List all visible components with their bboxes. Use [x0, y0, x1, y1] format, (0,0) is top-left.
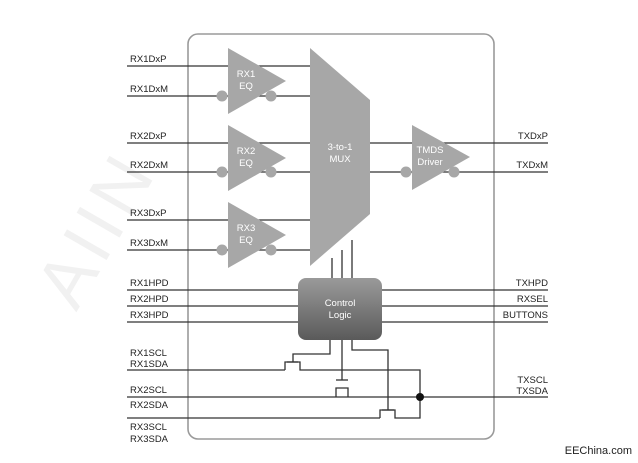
pin-rx1sda: RX1SDA [130, 359, 169, 370]
control-logic-label-line2: Logic [329, 310, 352, 321]
pin-txscl: TXSCL [517, 375, 548, 386]
rx3-eq-label-line1: RX3 [237, 223, 255, 234]
pin-txsda: TXSDA [516, 386, 548, 397]
pin-rx2dxp: RX2DxP [130, 131, 166, 142]
left-pin-labels: RX1DxP RX1DxM RX2DxP RX2DxM RX3DxP RX3Dx… [130, 54, 169, 445]
mux-block [310, 48, 370, 266]
pin-rx3dxm: RX3DxM [130, 238, 168, 249]
rx3-eq-label-line2: EQ [239, 235, 253, 246]
pin-rxsel: RXSEL [517, 294, 548, 305]
pin-rx2scl: RX2SCL [130, 385, 167, 396]
ddc-junction-dot [416, 393, 424, 401]
signal-wires [127, 65, 548, 419]
pin-txdxp: TXDxP [518, 131, 548, 142]
rx2-eq-label-line2: EQ [239, 158, 253, 169]
rx1-eq-block: RX1 EQ [216, 48, 286, 114]
pin-rx3hpd: RX3HPD [130, 310, 169, 321]
control-logic-block: Control Logic [298, 278, 382, 340]
rx3-eq-block: RX3 EQ [216, 202, 286, 268]
pin-txhpd: TXHPD [516, 278, 548, 289]
pin-rx1dxp: RX1DxP [130, 54, 166, 65]
pin-buttons: BUTTONS [503, 310, 548, 321]
mux-label-line1: 3-to-1 [328, 142, 353, 153]
tmds-driver-label-line1: TMDS [417, 145, 444, 156]
pin-rx3scl: RX3SCL [130, 422, 167, 433]
pin-rx1hpd: RX1HPD [130, 278, 169, 289]
tmds-driver-label-line2: Driver [417, 157, 442, 168]
rx1-eq-label-line2: EQ [239, 81, 253, 92]
mux-label-line2: MUX [329, 154, 351, 165]
rx2-eq-label-line1: RX2 [237, 146, 255, 157]
tmds-driver-block: TMDS Driver [400, 125, 470, 190]
pin-rx2hpd: RX2HPD [130, 294, 169, 305]
pin-rx3dxp: RX3DxP [130, 208, 166, 219]
right-pin-labels: TXDxP TXDxM TXHPD RXSEL BUTTONS TXSCL TX… [503, 131, 549, 397]
pin-txdxm: TXDxM [516, 160, 548, 171]
pin-rx1dxm: RX1DxM [130, 84, 168, 95]
control-logic-label-line1: Control [325, 298, 356, 309]
pin-rx3sda: RX3SDA [130, 434, 169, 445]
rx2-eq-block: RX2 EQ [216, 125, 286, 191]
source-credit: EEChina.com [564, 445, 632, 457]
pin-rx2dxm: RX2DxM [130, 160, 168, 171]
pin-rx1scl: RX1SCL [130, 348, 167, 359]
pin-rx2sda: RX2SDA [130, 400, 169, 411]
rx1-eq-label-line1: RX1 [237, 69, 255, 80]
